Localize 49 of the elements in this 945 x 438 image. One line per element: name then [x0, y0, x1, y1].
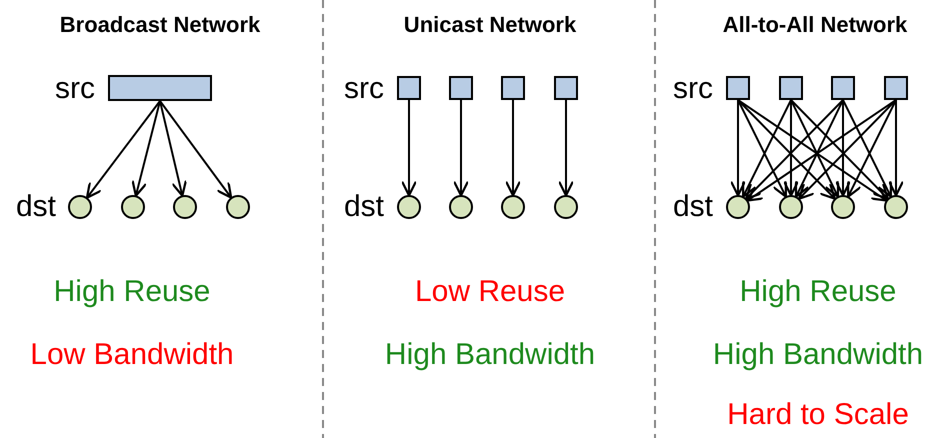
property-text: Hard to Scale [727, 400, 909, 430]
destination-circle [226, 195, 250, 219]
source-box [884, 76, 908, 100]
destination-circle [501, 195, 525, 219]
property-text: Low Reuse [414, 277, 566, 307]
destination-circle [173, 195, 197, 219]
destination-circle [779, 195, 803, 219]
source-box [779, 76, 803, 100]
destination-circle [726, 195, 750, 219]
panel-title: Broadcast Network [60, 14, 260, 36]
arrow [452, 100, 470, 197]
destination-circle [554, 195, 578, 219]
source-box [108, 75, 212, 101]
arrow [558, 100, 574, 197]
row-label: src [55, 74, 95, 104]
property-text: High Reuse [740, 277, 896, 307]
property-text: High Reuse [54, 277, 210, 307]
destination-circle [884, 195, 908, 219]
panel-title: All-to-All Network [722, 14, 908, 36]
destination-circle [68, 195, 92, 219]
destination-circle [831, 195, 855, 219]
row-label: src [344, 74, 384, 104]
row-label: src [673, 74, 713, 104]
property-text: Low Bandwidth [30, 340, 234, 370]
arrow [86, 100, 161, 199]
arrow [131, 100, 161, 197]
arrow [888, 100, 904, 197]
row-label: dst [344, 192, 384, 222]
arrow [730, 100, 746, 197]
row-label: dst [672, 192, 714, 222]
source-box [831, 76, 855, 100]
source-box [501, 76, 525, 100]
arrow [159, 100, 232, 199]
property-text: High Bandwidth [384, 340, 596, 370]
source-box [554, 76, 578, 100]
panel-title: Unicast Network [404, 14, 576, 36]
arrow [504, 100, 522, 197]
source-box [449, 76, 473, 100]
property-text: High Bandwidth [712, 340, 924, 370]
arrow [159, 100, 188, 197]
arrow [782, 100, 800, 197]
destination-circle [449, 195, 473, 219]
arrow [400, 100, 418, 197]
destination-circle [121, 195, 145, 219]
arrow [834, 100, 852, 197]
row-label: dst [16, 192, 56, 222]
source-box [397, 76, 421, 100]
destination-circle [397, 195, 421, 219]
source-box [726, 76, 750, 100]
